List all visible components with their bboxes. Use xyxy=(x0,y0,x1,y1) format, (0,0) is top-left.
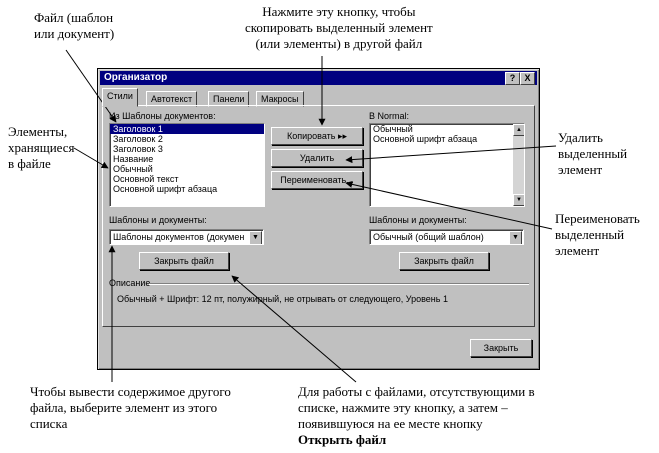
chevron-down-icon[interactable]: ▼ xyxy=(509,231,522,244)
list-item[interactable]: Заголовок 3 xyxy=(113,144,163,154)
copy-button[interactable]: Копировать ▸▸ xyxy=(271,127,363,145)
annotation-rename: Переименовать выделенный элемент xyxy=(555,211,640,258)
dialog-titlebar: Организатор ? X xyxy=(100,71,537,85)
rename-button[interactable]: Переименовать... xyxy=(271,171,363,189)
organizer-dialog: Организатор ? X Стили Автотекст Панели М… xyxy=(97,68,540,370)
list-item[interactable]: Основной текст xyxy=(113,174,179,184)
right-combo-label: Шаблоны и документы: xyxy=(369,215,467,225)
right-styles-list[interactable]: Обычный Основной шрифт абзаца ▲ ▼ xyxy=(369,123,525,207)
open-file-emphasis: Открыть файл xyxy=(298,432,387,447)
annotation-file-template: Файл (шаблон или документ) xyxy=(34,10,115,41)
annotation-open-file: Для работы с файлами, отсутствующими в с… xyxy=(298,384,535,447)
right-list-scrollbar[interactable]: ▲ ▼ xyxy=(513,124,524,206)
list-item[interactable]: Основной шрифт абзаца xyxy=(373,134,478,144)
delete-button[interactable]: Удалить xyxy=(271,149,363,167)
annotation-elements: Элементы, хранящиеся в файле xyxy=(8,124,75,171)
left-combo-label: Шаблоны и документы: xyxy=(109,215,207,225)
description-divider xyxy=(149,283,529,285)
annotation-copy-button: Нажмите эту кнопку, чтобы скопировать вы… xyxy=(245,4,433,51)
tab-macros[interactable]: Макросы xyxy=(256,91,304,107)
scroll-down-icon[interactable]: ▼ xyxy=(513,194,524,206)
tab-toolbars[interactable]: Панели xyxy=(208,91,250,107)
tab-panel: Из Шаблоны документов: В Normal: Заголов… xyxy=(102,105,535,327)
left-styles-list[interactable]: Заголовок 1 Заголовок 2 Заголовок 3 Назв… xyxy=(109,123,265,207)
list-item[interactable]: Заголовок 2 xyxy=(113,134,163,144)
close-button[interactable]: Закрыть xyxy=(470,339,532,357)
list-item[interactable]: Название xyxy=(113,154,154,164)
description-label: Описание xyxy=(109,278,151,288)
annotation-delete: Удалить выделенный элемент xyxy=(558,130,628,177)
close-file-left-button[interactable]: Закрыть файл xyxy=(139,252,229,270)
list-item[interactable]: Обычный xyxy=(113,164,153,174)
annotation-select-file: Чтобы вывести содержимое другого файла, … xyxy=(30,384,231,431)
left-file-select[interactable]: Шаблоны документов (докумен ▼ xyxy=(109,229,264,245)
help-button[interactable]: ? xyxy=(505,72,520,85)
tab-styles[interactable]: Стили xyxy=(102,88,138,107)
description-text: Обычный + Шрифт: 12 пт, полужирный, не о… xyxy=(117,294,448,304)
close-icon[interactable]: X xyxy=(520,72,535,85)
left-list-label: Из Шаблоны документов: xyxy=(109,111,216,121)
dialog-title: Организатор xyxy=(104,72,168,83)
right-file-select[interactable]: Обычный (общий шаблон) ▼ xyxy=(369,229,524,245)
chevron-down-icon[interactable]: ▼ xyxy=(249,231,262,244)
list-item[interactable]: Обычный xyxy=(373,124,413,134)
tab-autotext[interactable]: Автотекст xyxy=(146,91,198,107)
right-list-label: В Normal: xyxy=(369,111,410,121)
scroll-up-icon[interactable]: ▲ xyxy=(513,124,524,136)
list-item[interactable]: Основной шрифт абзаца xyxy=(113,184,218,194)
list-item[interactable]: Заголовок 1 xyxy=(110,124,264,134)
close-file-right-button[interactable]: Закрыть файл xyxy=(399,252,489,270)
